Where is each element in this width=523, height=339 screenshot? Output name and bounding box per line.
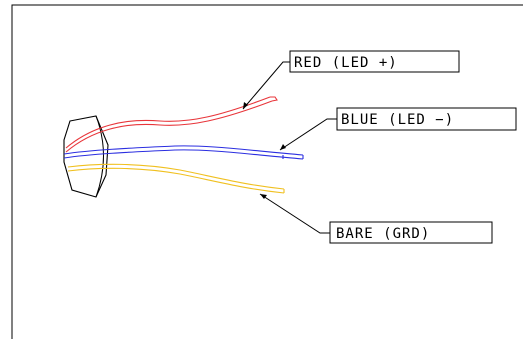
- callout-blue: BLUE (LED −): [336, 107, 517, 131]
- red-leader-arrow: [243, 102, 248, 109]
- callout-red-box: [289, 50, 460, 73]
- callout-bare-label: BARE (GRD): [336, 226, 430, 242]
- cable-jacket-seam: [95, 115, 104, 198]
- red-wire: [65, 96, 278, 153]
- cable-jacket-outline: [63, 115, 109, 198]
- callout-red-label: RED (LED +): [294, 55, 398, 71]
- bare-leader-arrow: [260, 194, 267, 199]
- callout-red: RED (LED +): [289, 50, 460, 73]
- callout-blue-box: [336, 107, 517, 131]
- red-leader-line: [242, 61, 290, 110]
- callout-bare-box: [329, 221, 493, 244]
- callout-blue-label: BLUE (LED −): [341, 112, 454, 128]
- blue-leader-line: [279, 118, 337, 151]
- drawing-frame: [11, 4, 523, 339]
- blue-wire: [63, 145, 304, 160]
- callout-bare: BARE (GRD): [329, 221, 493, 244]
- bare-wire: [67, 163, 285, 194]
- blue-leader-arrow: [280, 144, 286, 150]
- bare-leader-line: [259, 193, 330, 234]
